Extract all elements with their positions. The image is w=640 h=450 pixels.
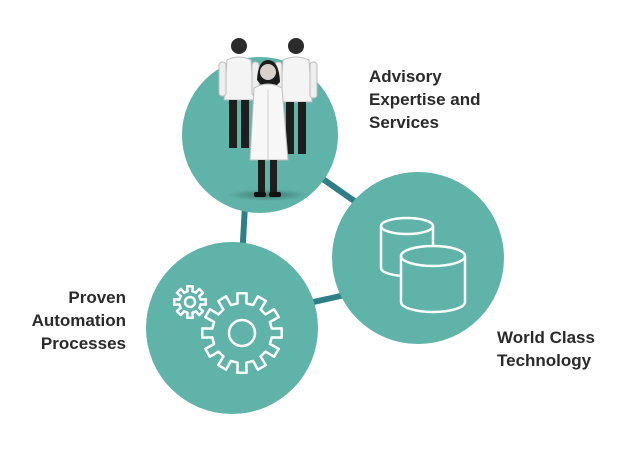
- cylinder-front: [399, 244, 467, 314]
- gears-icon: [172, 284, 283, 374]
- technology-label-line-1: World Class: [497, 328, 595, 347]
- advisory-label-line-1: Advisory: [369, 67, 442, 86]
- gear-hub: [227, 318, 257, 348]
- automation-label-line-3: Processes: [40, 333, 126, 353]
- gear-outline: [201, 292, 283, 374]
- small-gear-icon: [172, 284, 208, 320]
- technology-label-line-2: Technology: [497, 350, 592, 370]
- gear-hub: [183, 295, 197, 309]
- automation-label-line-2: Automation: [31, 310, 126, 330]
- database-cylinders-icon: [379, 216, 467, 314]
- advisory-label-line-3: Services: [369, 112, 439, 132]
- automation-label-line-1: Proven: [68, 288, 126, 307]
- person-center: [249, 60, 289, 197]
- large-gear-icon: [201, 292, 283, 374]
- advisory-label: Advisory Expertise and Services: [369, 66, 481, 135]
- advisory-label-line-2: Expertise and: [369, 89, 481, 109]
- automation-circle: [146, 242, 318, 414]
- automation-label: Proven Automation Processes: [32, 287, 126, 356]
- people-in-lab-coats-icon: [218, 38, 318, 201]
- gear-outline: [172, 284, 208, 320]
- technology-label: World Class Technology: [497, 327, 595, 373]
